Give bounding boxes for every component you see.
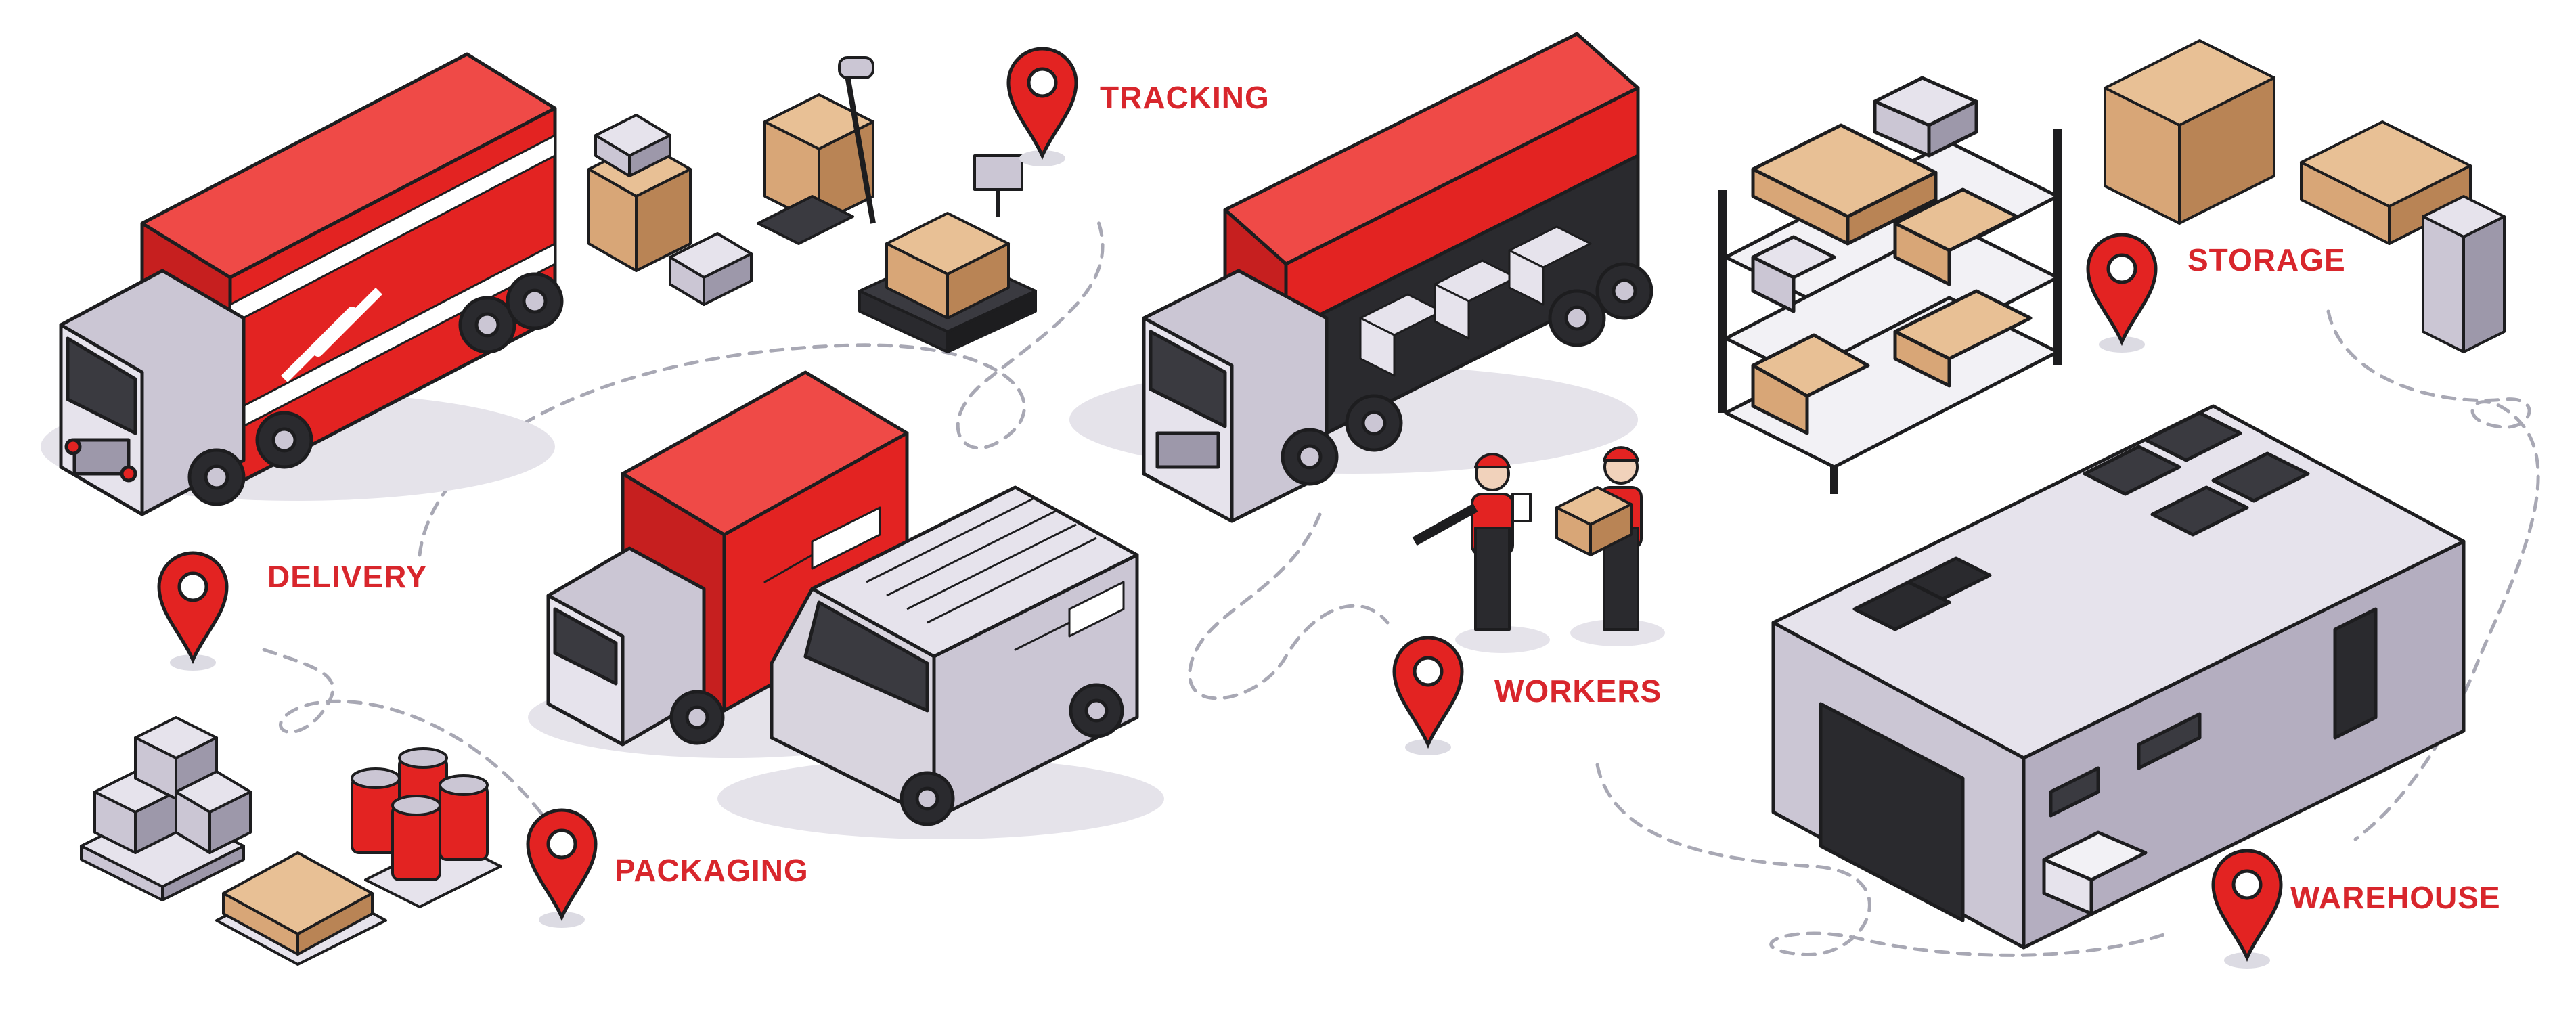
map-pin-icon [1008,49,1076,166]
parcel-scale [858,154,1037,353]
map-pin-icon [2088,235,2156,353]
map-pin-icon [1394,638,1462,755]
label-workers: WORKERS [1494,673,1662,709]
label-tracking: TRACKING [1100,80,1270,115]
storage-boxes [2104,39,2506,353]
label-warehouse: WAREHOUSE [2290,880,2501,915]
storage-shelf [1718,76,2062,494]
loading-truck [1069,32,1653,523]
label-packaging: PACKAGING [615,853,809,888]
delivery-van [717,485,1164,839]
label-delivery: DELIVERY [267,559,427,594]
workers [1412,446,1665,653]
map-pin-icon [2213,851,2281,969]
box-stack-tracking [587,114,753,306]
warehouse-building [1771,404,2466,950]
map-pin-icon [528,810,596,928]
map-pin-icon [159,553,227,671]
label-storage: STORAGE [2188,242,2346,277]
packaging-items [80,716,502,966]
delivery-truck [41,52,564,516]
hand-truck [757,56,876,245]
